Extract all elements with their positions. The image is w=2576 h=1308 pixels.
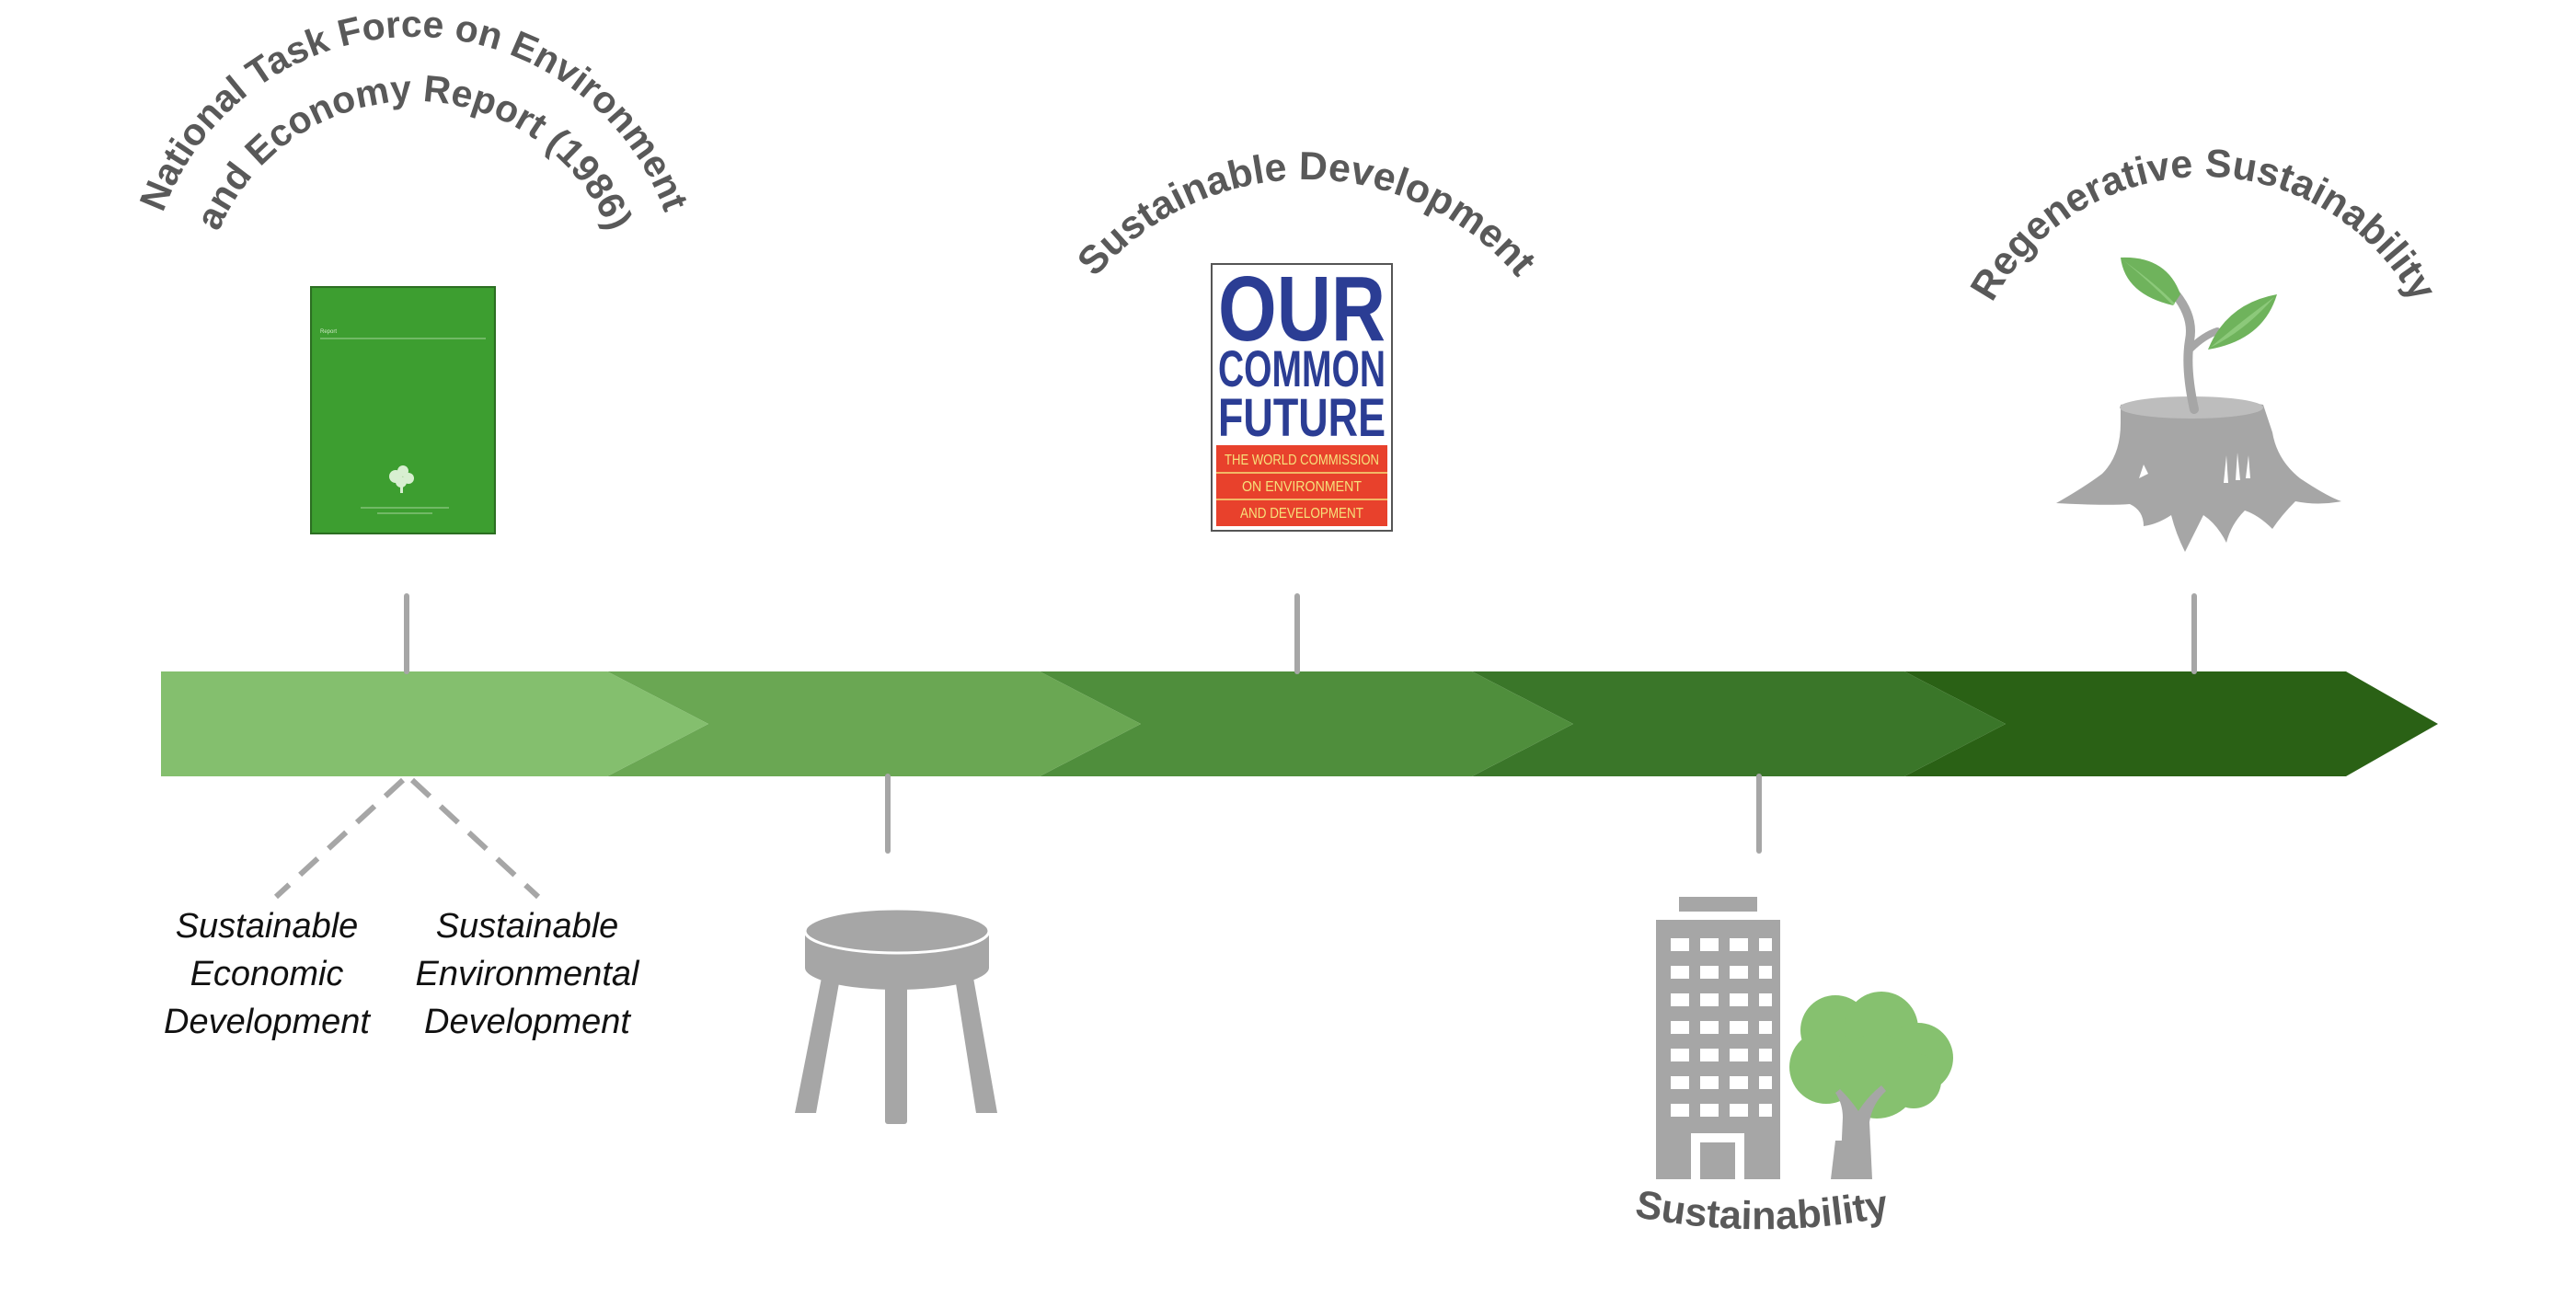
book-title-line1: OUR: [1218, 258, 1386, 361]
stool-icon: [795, 907, 997, 1124]
branch-label-economic: Sustainable Economic Development: [164, 907, 371, 1041]
book-title-line3: FUTURE: [1218, 388, 1386, 448]
arrow-segment-3: [1040, 671, 1573, 776]
branch-environmental-line3: Development: [424, 1003, 631, 1041]
dashed-branch-left: [273, 777, 406, 900]
arrow-segment-4: [1472, 671, 2006, 776]
timeline-arrow: [161, 671, 2438, 776]
sprout-stump-icon: [2056, 257, 2341, 552]
branch-environmental-line2: Environmental: [416, 955, 640, 993]
dashed-branch-right: [409, 777, 541, 900]
building-icon: [1656, 897, 1780, 1179]
branch-label-environmental: Sustainable Environmental Development: [416, 907, 640, 1041]
report-cover-tree-icon: [389, 465, 414, 493]
milestone-title-sustainability: Sustainability: [1632, 1182, 1892, 1238]
branch-economic-line1: Sustainable: [176, 907, 359, 946]
book-title-line2: COMMON: [1218, 339, 1386, 397]
branch-economic-line2: Economic: [190, 955, 344, 993]
branch-environmental-line1: Sustainable: [436, 907, 619, 946]
book-cover: OUR COMMON FUTURE THE WORLD COMMISSION O…: [1211, 258, 1393, 532]
book-subtitle-line1: THE WORLD COMMISSION: [1225, 453, 1379, 468]
arrow-segment-2: [607, 671, 1141, 776]
branch-economic-line3: Development: [164, 1003, 371, 1041]
tree-icon: [1789, 992, 1953, 1179]
report-cover-heading: Report: [320, 329, 337, 335]
report-cover: Report: [310, 286, 496, 534]
arrow-segment-5: [1904, 671, 2438, 776]
book-subtitle-line2: ON ENVIRONMENT: [1242, 479, 1362, 495]
milestone-title-regenerative: Regenerative Sustainability: [1962, 142, 2445, 308]
arrow-segment-1: [161, 671, 708, 776]
connectors: [273, 593, 2197, 900]
book-subtitle-line3: AND DEVELOPMENT: [1240, 506, 1363, 522]
